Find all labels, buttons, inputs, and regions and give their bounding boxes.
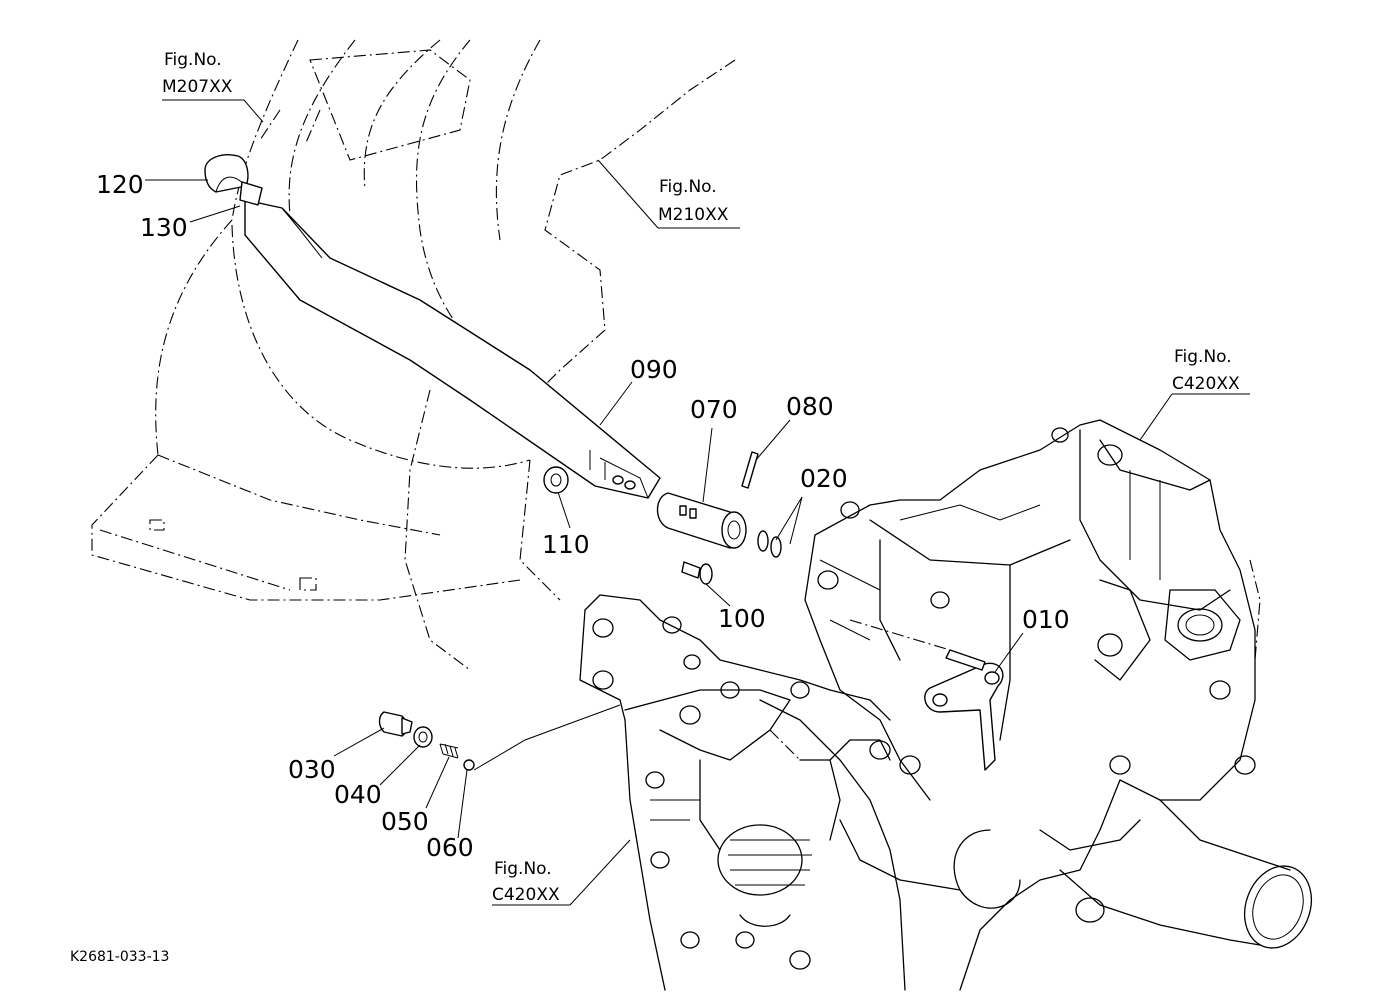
callout-050[interactable]: 050	[381, 807, 429, 836]
part-010-shift-arm	[849, 619, 1004, 771]
leader-lines	[145, 99, 1250, 906]
callout-030[interactable]: 030	[288, 755, 336, 784]
part-080-pin	[741, 451, 759, 489]
part-110-bushing	[543, 466, 569, 494]
part-090-rod	[244, 199, 661, 499]
callout-130[interactable]: 130	[140, 213, 188, 242]
part-130-sleeve	[239, 181, 263, 206]
callout-070[interactable]: 070	[690, 395, 738, 424]
callout-110[interactable]: 110	[542, 530, 590, 559]
callout-100[interactable]: 100	[718, 604, 766, 633]
callout-060[interactable]: 060	[426, 833, 474, 862]
fig-code: M207XX	[162, 77, 233, 97]
figure-reference-m210xx[interactable]: Fig.No. M210XX	[658, 177, 729, 225]
figure-reference-m207xx[interactable]: Fig.No. M207XX	[162, 50, 233, 97]
part-100-screw	[681, 561, 713, 585]
fig-code: C420XX	[492, 885, 560, 905]
figure-reference-c420xx-left[interactable]: Fig.No. C420XX	[492, 859, 560, 905]
fig-code: C420XX	[1172, 374, 1240, 394]
callout-120[interactable]: 120	[96, 170, 144, 199]
part-040-washer	[413, 726, 433, 748]
part-060-ball	[463, 759, 475, 771]
fig-label: Fig.No.	[659, 177, 717, 197]
part-070-joint	[656, 492, 747, 549]
fig-label: Fig.No.	[164, 50, 222, 70]
callout-040[interactable]: 040	[334, 780, 382, 809]
callout-010[interactable]: 010	[1022, 605, 1070, 634]
diagram-code: K2681-033-13	[70, 949, 169, 965]
transmission-case-left	[579, 594, 961, 991]
callout-020[interactable]: 020	[800, 464, 848, 493]
transmission-case-right	[804, 419, 1312, 991]
fig-label: Fig.No.	[1174, 347, 1232, 367]
fender-outline	[91, 39, 736, 671]
part-050-spring	[439, 743, 459, 759]
part-020-o-rings	[757, 530, 782, 558]
callout-080[interactable]: 080	[786, 392, 834, 421]
callout-090[interactable]: 090	[630, 355, 678, 384]
figure-reference-c420xx-right[interactable]: Fig.No. C420XX	[1172, 347, 1240, 394]
part-030-plug	[378, 711, 413, 737]
fig-label: Fig.No.	[494, 859, 552, 879]
fig-code: M210XX	[658, 205, 729, 225]
